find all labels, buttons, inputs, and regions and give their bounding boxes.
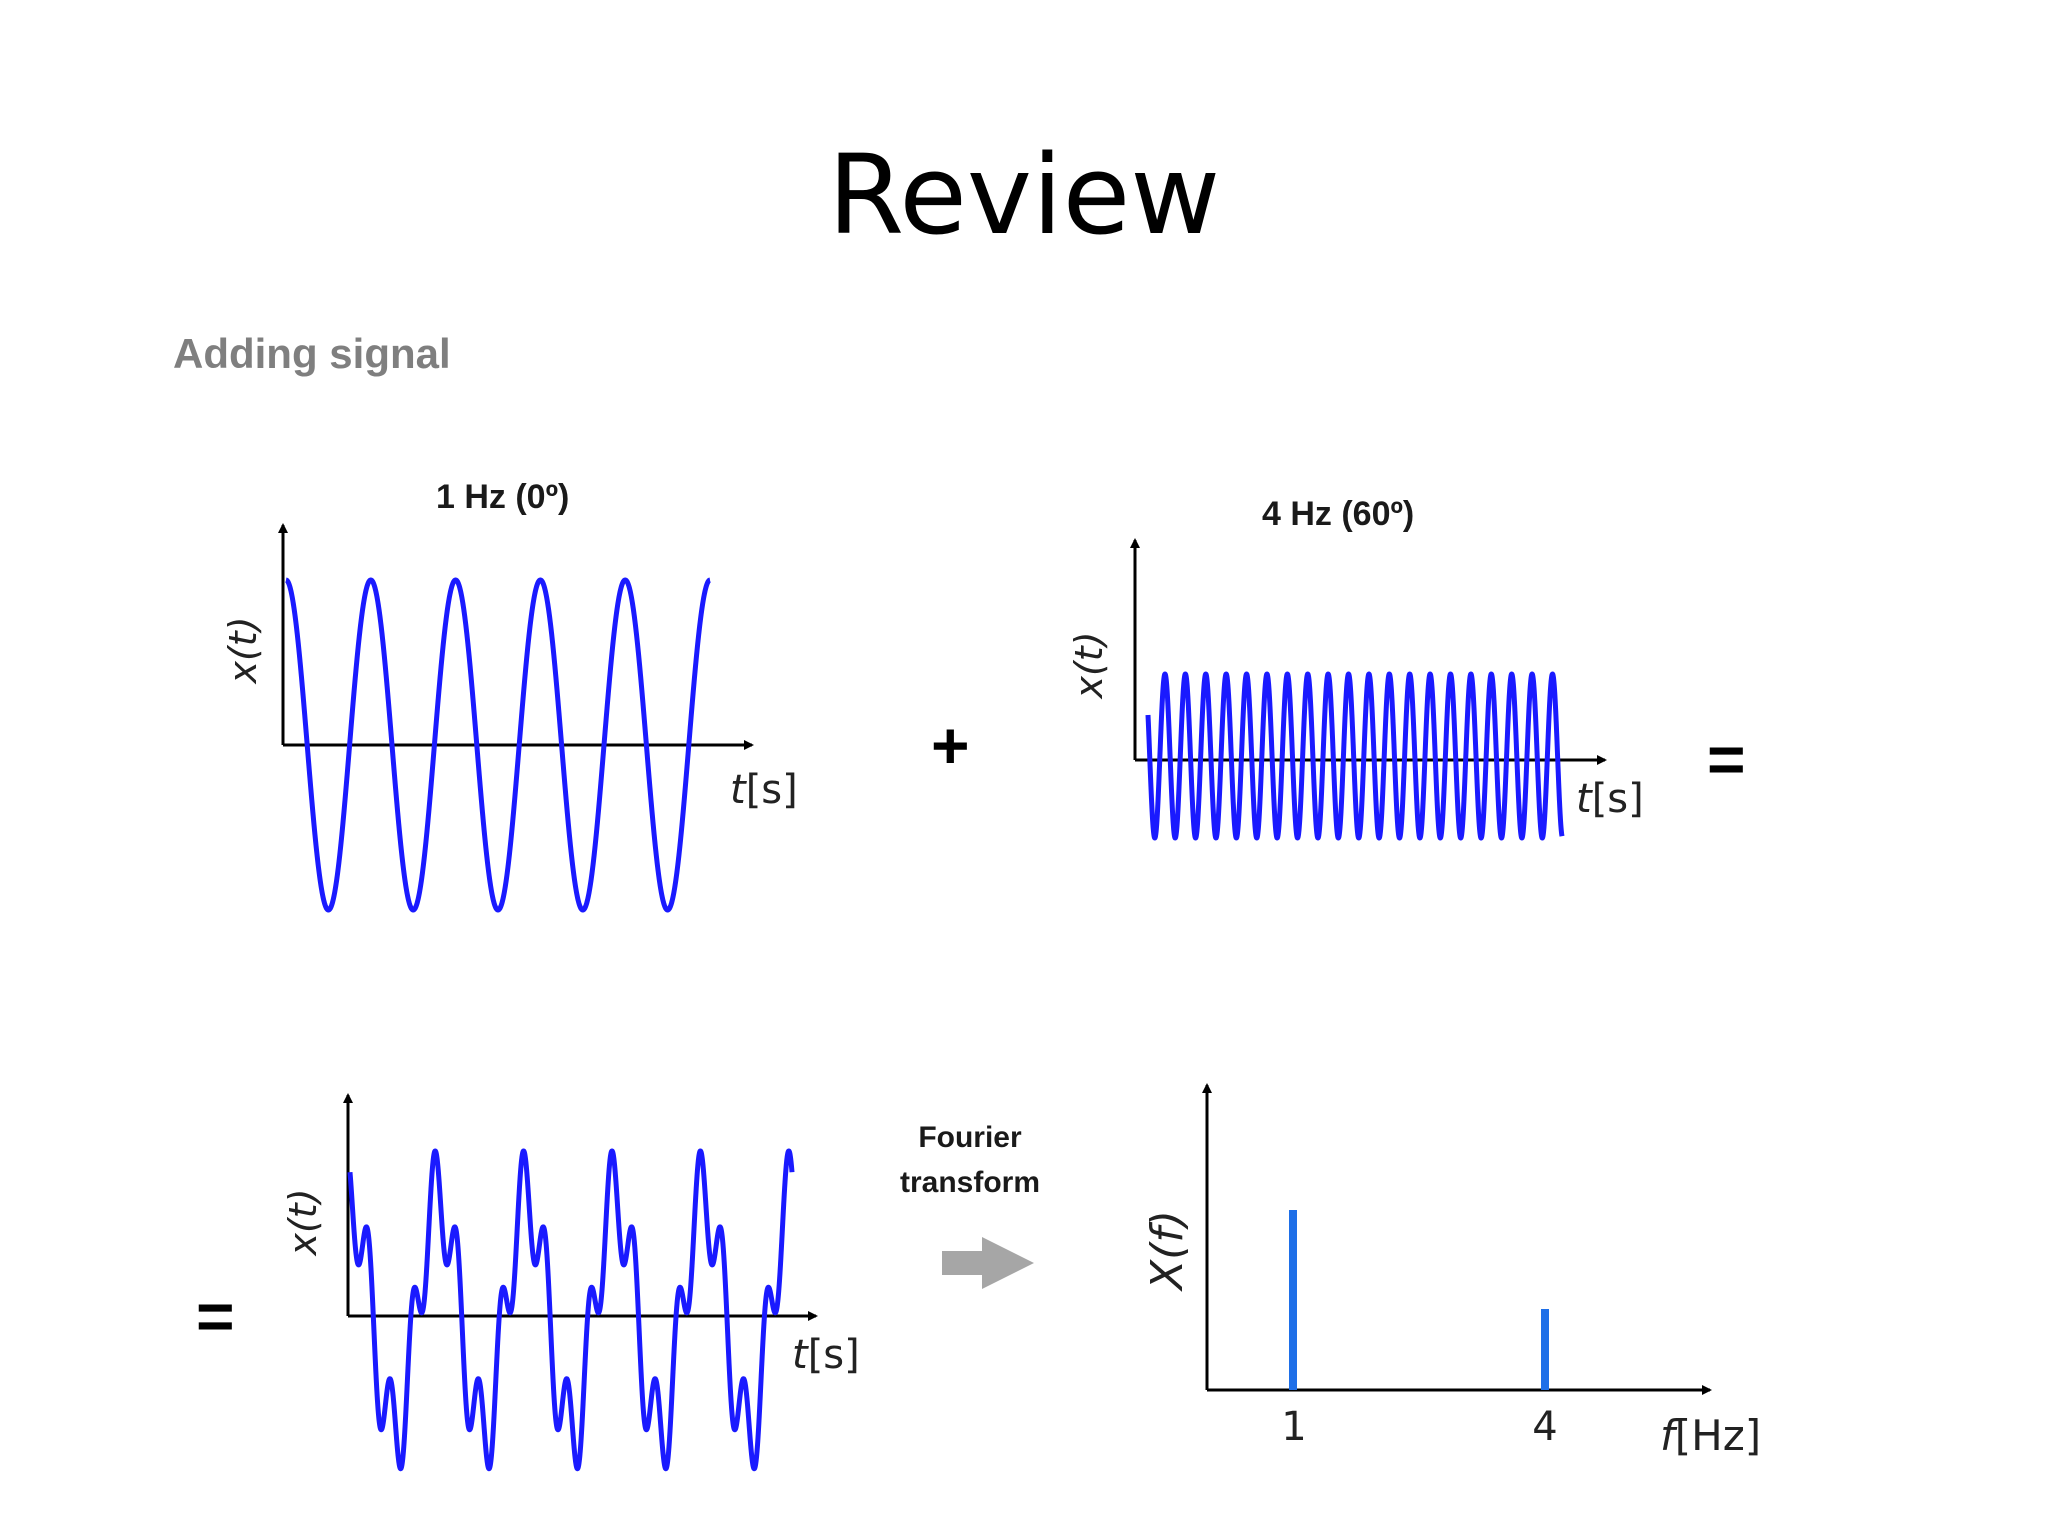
wave-4hz [1145,671,1565,841]
xlabel-1hz-unit: [s] [746,767,798,813]
xlabel-spectrum-unit: [Hz] [1675,1411,1761,1460]
xlabel-spectrum: f[Hz] [1660,1411,1761,1460]
panel-spectrum: 1 4 X(f) f[Hz] [1142,1083,1761,1460]
slide-title: Review [827,131,1221,259]
xlabel-1hz: t[s] [730,767,798,813]
ylabel-spectrum: X(f) [1142,1210,1193,1292]
fourier-transform-label: Fourier transform [880,1115,1060,1205]
xlabel-1hz-var: t [730,767,747,813]
ylabel-sum: x(t) [281,1188,325,1256]
right-arrow-icon [942,1237,1034,1289]
ylabel-4hz: x(t) [1067,631,1111,699]
xlabel-sum: t[s] [792,1332,860,1378]
panel-4hz: x(t) t[s] [1067,538,1644,841]
equals-operator-right: = [1707,722,1746,796]
xlabel-sum-unit: [s] [808,1332,860,1378]
spectrum-tick-1: 1 [1281,1404,1306,1450]
panel-1hz: x(t) t[s] [221,523,798,913]
xlabel-4hz: t[s] [1576,776,1644,822]
ylabel-1hz: x(t) [221,616,265,684]
xlabel-4hz-unit: [s] [1592,776,1644,822]
panel-sum: x(t) t[s] [281,1093,860,1472]
subtitle: Adding signal [173,330,451,377]
spectrum-bar-4hz [1541,1309,1549,1390]
fourier-label-line2: transform [899,1166,1041,1199]
plus-operator: + [931,708,970,782]
wave-1hz [283,577,713,913]
panel-label-1hz: 1 Hz (0º) [436,478,570,516]
spectrum-tick-4: 4 [1532,1404,1557,1450]
xlabel-sum-var: t [792,1332,809,1378]
wave-sum [347,1148,795,1472]
spectrum-bar-1hz [1289,1210,1297,1390]
xlabel-4hz-var: t [1576,776,1593,822]
fourier-label-line1: Fourier [918,1121,1022,1154]
equals-operator-left: = [196,1279,235,1353]
panel-label-4hz: 4 Hz (60º) [1262,495,1415,533]
